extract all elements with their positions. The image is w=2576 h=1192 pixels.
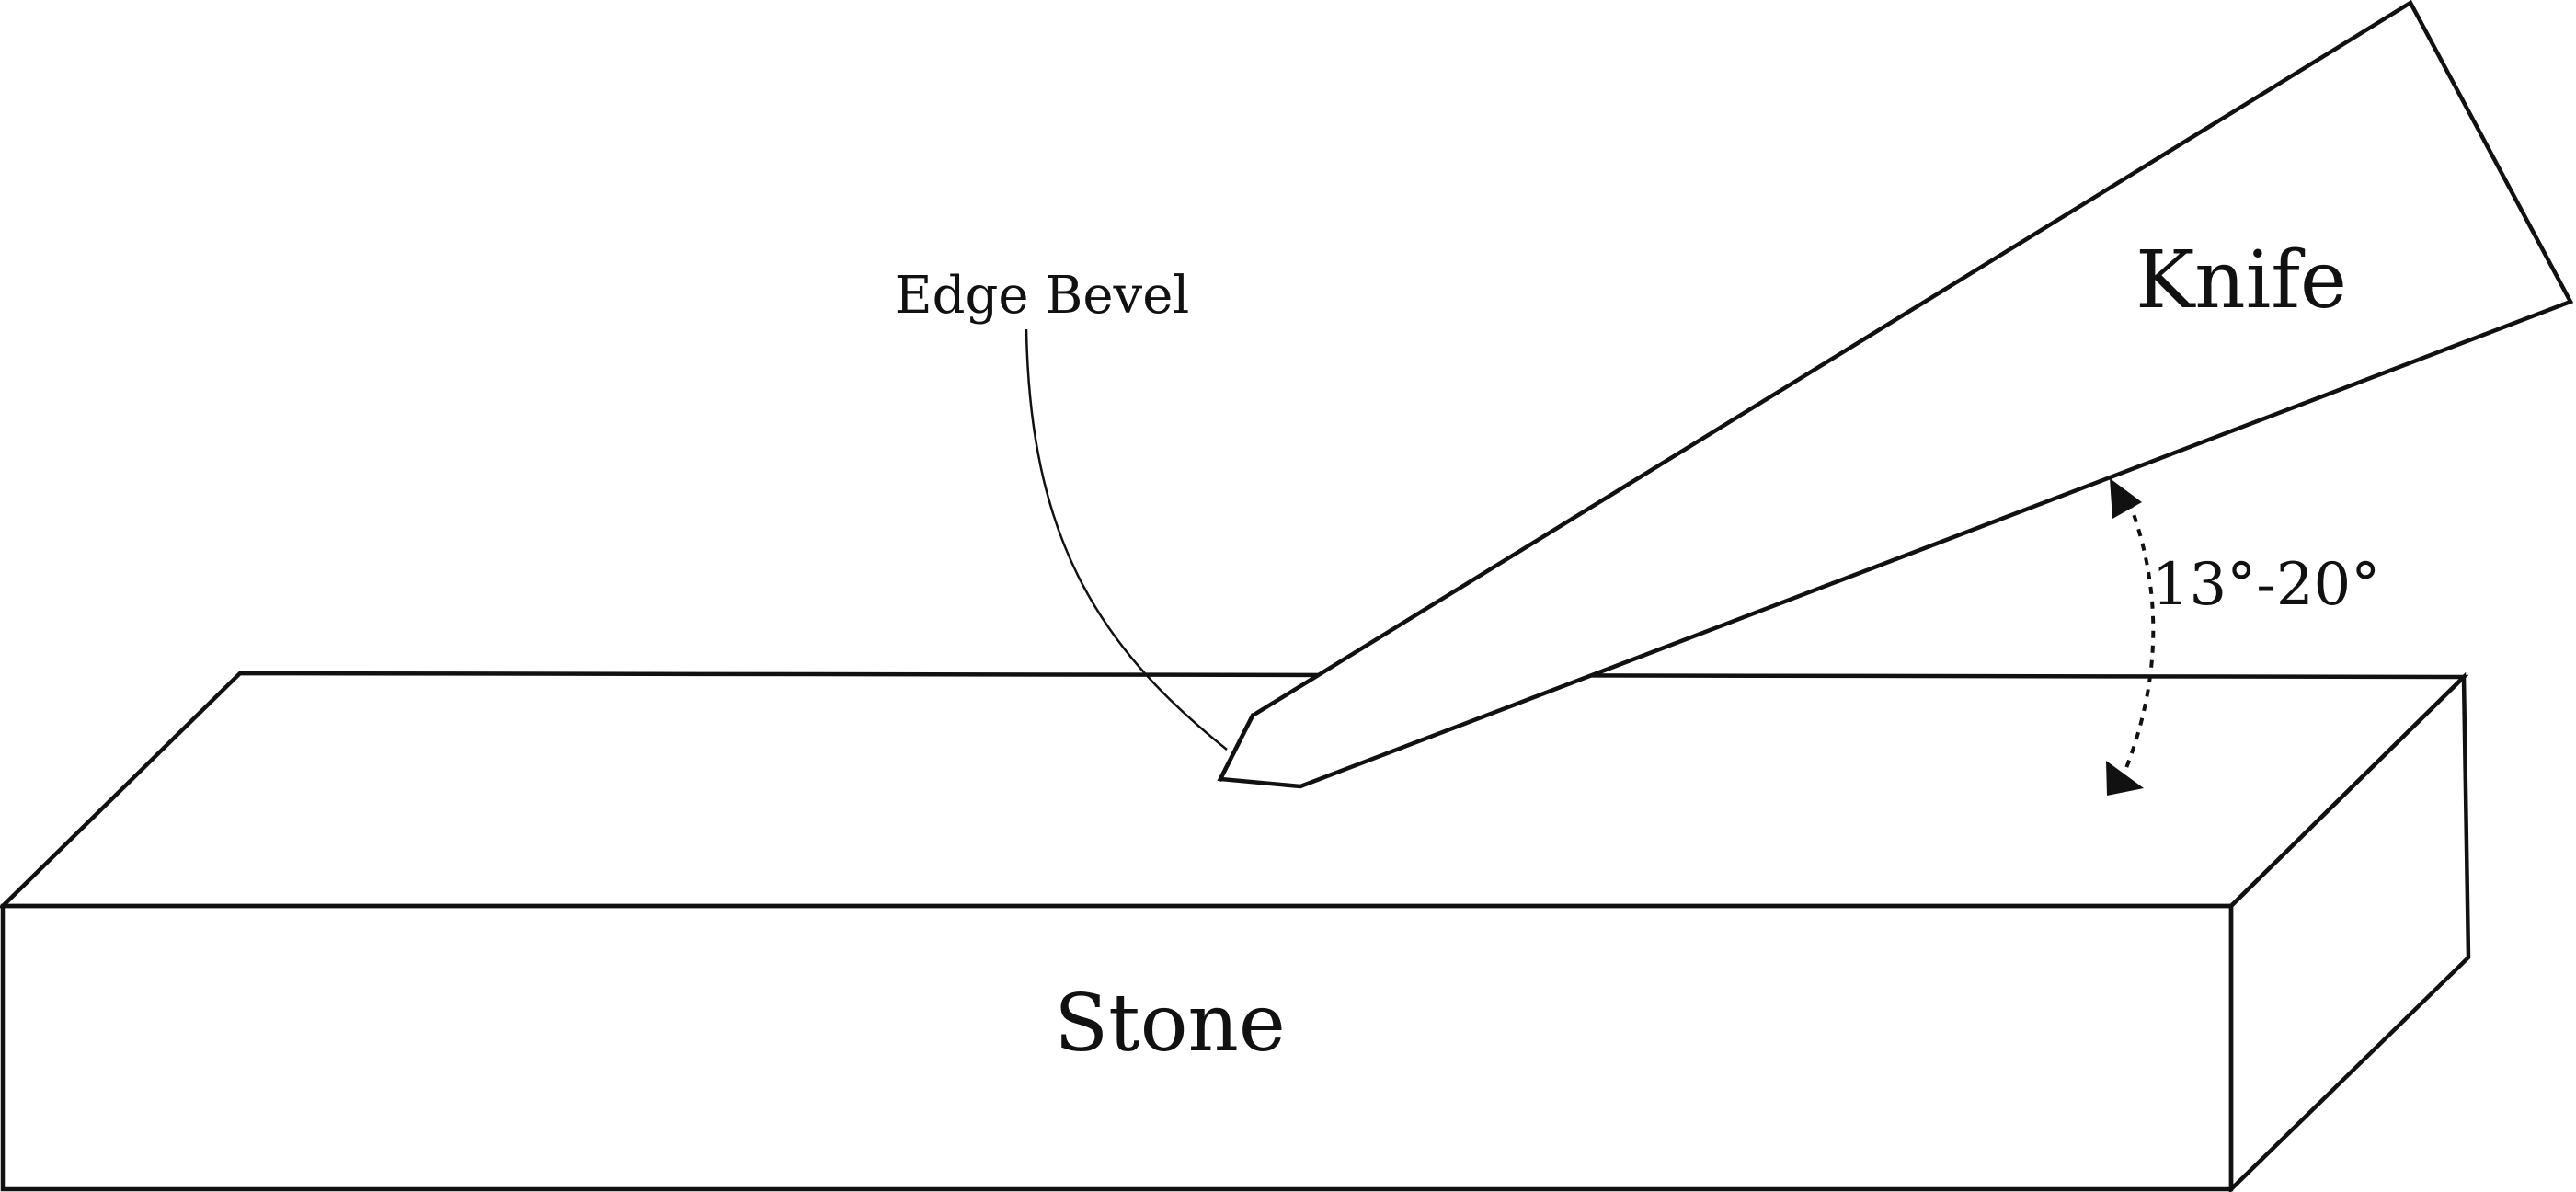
angle-arrow-down-icon xyxy=(2106,761,2144,796)
angle-label: 13°-20° xyxy=(2152,551,2381,619)
edge-bevel-label: Edge Bevel xyxy=(895,266,1190,326)
stone-top-face xyxy=(0,670,2469,909)
stone-side-face xyxy=(2228,671,2471,1192)
knife-outline xyxy=(1217,0,2574,789)
angle-arc xyxy=(2123,500,2156,774)
angle-arrow-up-icon xyxy=(2110,478,2142,519)
angle-indicator xyxy=(2106,478,2156,796)
edge-bevel-leader-line xyxy=(1025,328,1228,751)
knife-label: Knife xyxy=(2135,235,2347,327)
edge-bevel-face xyxy=(1217,712,1256,783)
stone-block xyxy=(0,670,2471,1192)
knife-blade xyxy=(1217,0,2574,789)
stone-label: Stone xyxy=(1054,978,1286,1070)
